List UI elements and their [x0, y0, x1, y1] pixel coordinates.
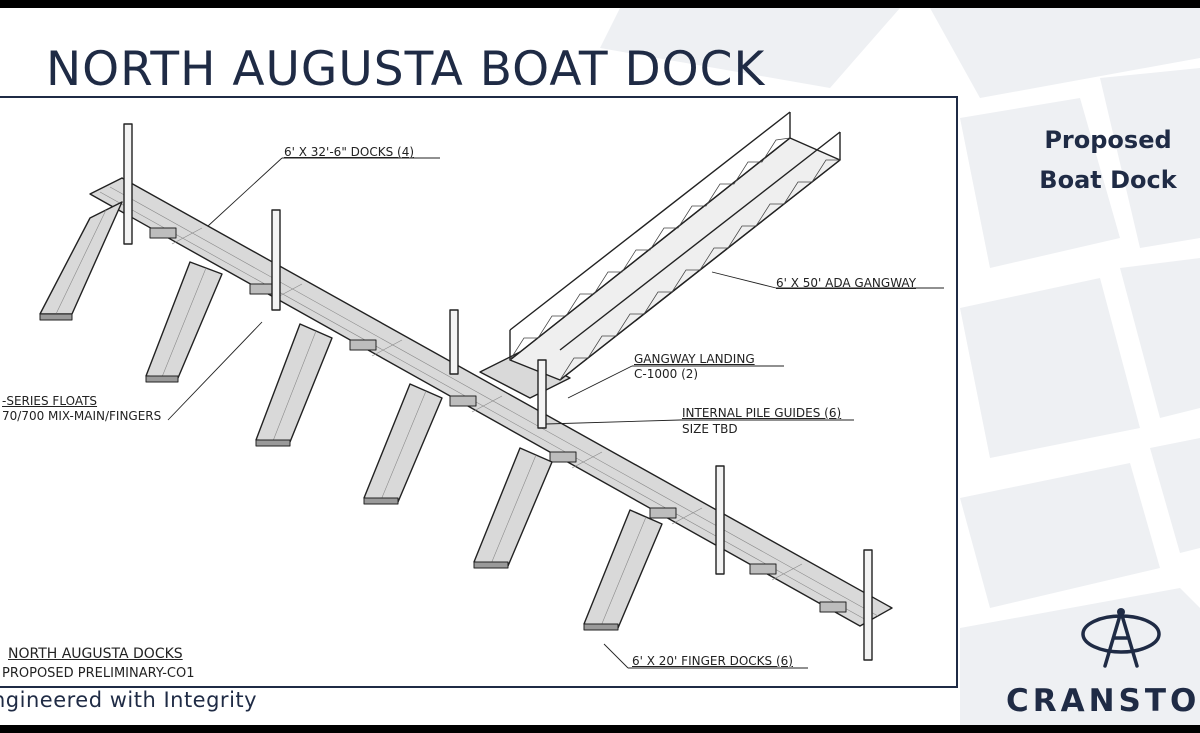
label-landing-title: GANGWAY LANDING: [634, 352, 755, 366]
pile-1: [123, 123, 133, 245]
finger-dock-2: [145, 261, 223, 379]
label-landing-sub: C-1000 (2): [634, 367, 699, 381]
label-pile-guides-title: INTERNAL PILE GUIDES (6): [682, 406, 842, 420]
title-block-project: NORTH AUGUSTA DOCKS: [8, 646, 183, 662]
label-gangway: 6' X 50' ADA GANGWAY: [776, 276, 917, 290]
tagline: ngineered with Integrity: [0, 688, 258, 712]
background-pattern: [600, 8, 1200, 725]
label-finger-docks: 6' X 20' FINGER DOCKS (6): [632, 654, 793, 668]
finger-dock-3: [255, 323, 333, 443]
finger-dock-4: [363, 383, 443, 503]
side-title-line1: Proposed: [1044, 126, 1172, 154]
pile-6: [863, 549, 873, 661]
side-title-line2: Boat Dock: [1039, 166, 1177, 194]
label-floats-title: -SERIES FLOATS: [2, 394, 98, 408]
finger-dock-1: [39, 201, 123, 315]
pile-4: [537, 359, 547, 429]
label-floats-sub: 70/700 MIX-MAIN/FINGERS: [2, 409, 162, 423]
label-pile-guides-sub: SIZE TBD: [682, 422, 738, 436]
slide: NORTH AUGUSTA BOAT DOCK: [0, 8, 1200, 725]
compass-logo-icon: [1081, 608, 1161, 668]
ada-gangway: [509, 111, 841, 381]
page-title: NORTH AUGUSTA BOAT DOCK: [46, 42, 766, 97]
side-title: Proposed Boat Dock: [1018, 120, 1198, 200]
logo-text: CRANSTO: [1006, 683, 1200, 719]
dock-drawing: 6' X 32'-6" DOCKS (4) 6' X 50' ADA GANGW…: [0, 96, 958, 688]
finger-dock-6: [583, 509, 663, 629]
pile-2: [271, 209, 281, 311]
finger-dock-5: [473, 447, 553, 567]
label-docks: 6' X 32'-6" DOCKS (4): [284, 145, 415, 159]
pile-3: [449, 309, 459, 375]
gangway-landing: [479, 351, 571, 399]
dock-diagram: [39, 111, 944, 669]
title-block-status: PROPOSED PRELIMINARY-CO1: [2, 666, 195, 681]
pile-5: [715, 465, 725, 575]
